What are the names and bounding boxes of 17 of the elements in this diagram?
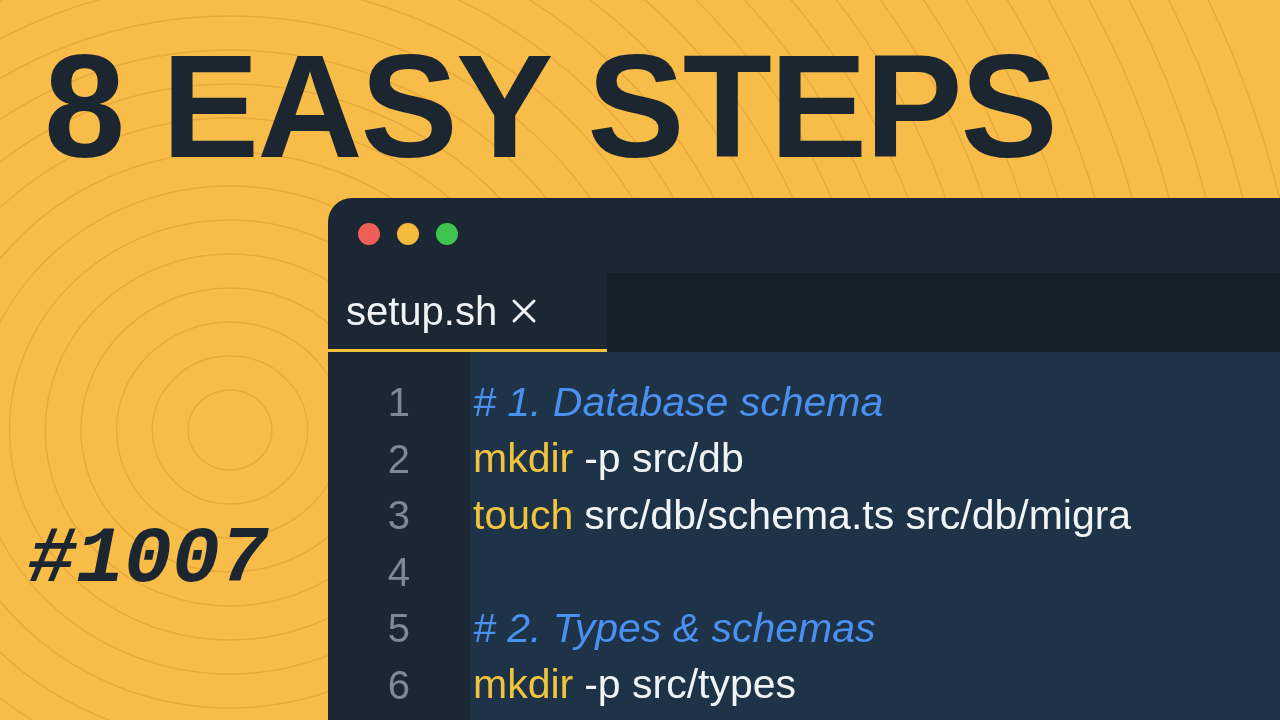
code-keyword: touch [473,494,574,536]
line-number: 4 [386,551,411,592]
code-text: -p src/types [584,664,797,706]
line-number: 3 [386,495,411,536]
code-text: src/db/schema.ts src/db/migra [584,494,1132,536]
line-number: 5 [386,608,411,649]
episode-number: #1007 [28,520,269,600]
code-comment: # 1. Database schema [473,381,884,423]
line-number: 1 [386,382,411,423]
code-keyword: mkdir [473,438,574,480]
tab-label: setup.sh [346,291,498,331]
line-number: 6 [386,664,411,705]
line-number: 2 [386,438,411,479]
code-text: -p src/db [584,438,744,480]
title: 8 EASY STEPS [44,34,1056,180]
code-comment: # 2. Types & schemas [473,607,876,649]
code-keyword: mkdir [473,664,574,706]
